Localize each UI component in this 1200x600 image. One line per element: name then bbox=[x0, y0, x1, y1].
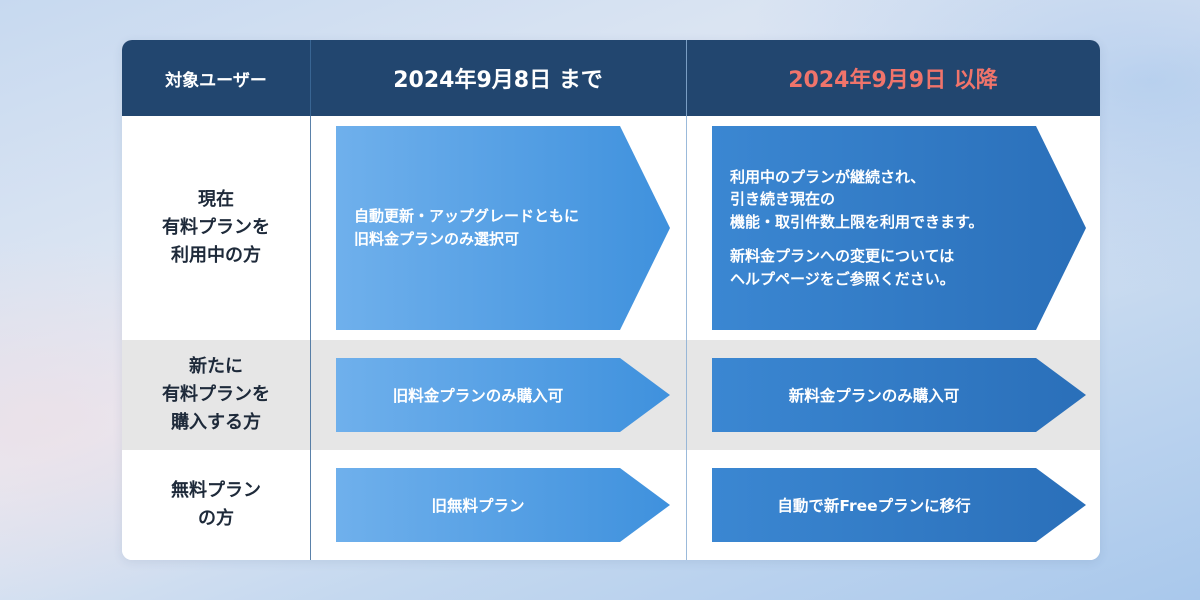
table-row-current-paid: 現在 有料プランを 利用中の方 自動更新・アップグレードともに 旧料金プランのみ… bbox=[122, 116, 1100, 340]
column-divider bbox=[686, 40, 687, 560]
arrow-current-until: 自動更新・アップグレードともに 旧料金プランのみ選択可 bbox=[336, 126, 670, 330]
header-target-users: 対象ユーザー bbox=[165, 70, 267, 91]
arrow-new-after: 新料金プランのみ購入可 bbox=[712, 358, 1086, 432]
plan-comparison-table: 対象ユーザー 2024年9月8日 まで 2024年9月9日 以降 現在 有料プラ… bbox=[122, 40, 1100, 560]
header-after-date: 2024年9月9日 以降 bbox=[788, 68, 998, 93]
arrow-new-until: 旧料金プランのみ購入可 bbox=[336, 358, 670, 432]
header-until-date: 2024年9月8日 まで bbox=[393, 68, 603, 93]
row-label-new-paid: 新たに 有料プランを 購入する方 bbox=[162, 356, 270, 433]
table-row-new-paid: 新たに 有料プランを 購入する方 旧料金プランのみ購入可 新料金プランのみ購入可 bbox=[122, 340, 1100, 450]
table-header: 対象ユーザー 2024年9月8日 まで 2024年9月9日 以降 bbox=[122, 40, 1100, 116]
arrow-text-free-until: 旧無料プラン bbox=[431, 497, 525, 515]
arrow-free-after: 自動で新Freeプランに移行 bbox=[712, 468, 1086, 542]
arrow-text-current-after-2: 新料金プランへの変更については ヘルプページをご参照ください。 bbox=[730, 247, 955, 288]
row-label-current-paid: 現在 有料プランを 利用中の方 bbox=[162, 189, 270, 266]
arrow-current-after: 利用中のプランが継続され、 引き続き現在の 機能・取引件数上限を利用できます。 … bbox=[712, 126, 1086, 330]
arrow-text-current-after-1: 利用中のプランが継続され、 引き続き現在の 機能・取引件数上限を利用できます。 bbox=[730, 167, 984, 231]
arrow-text-new-after: 新料金プランのみ購入可 bbox=[788, 387, 960, 405]
arrow-text-new-until: 旧料金プランのみ購入可 bbox=[392, 387, 564, 405]
arrow-free-until: 旧無料プラン bbox=[336, 468, 670, 542]
row-label-free: 無料プラン の方 bbox=[171, 480, 261, 529]
arrow-text-current-until: 自動更新・アップグレードともに 旧料金プランのみ選択可 bbox=[354, 206, 580, 248]
column-divider bbox=[310, 40, 311, 560]
table-row-free: 無料プラン の方 旧無料プラン 自動で新Freeプランに移行 bbox=[122, 450, 1100, 560]
arrow-text-free-after: 自動で新Freeプランに移行 bbox=[777, 497, 971, 515]
